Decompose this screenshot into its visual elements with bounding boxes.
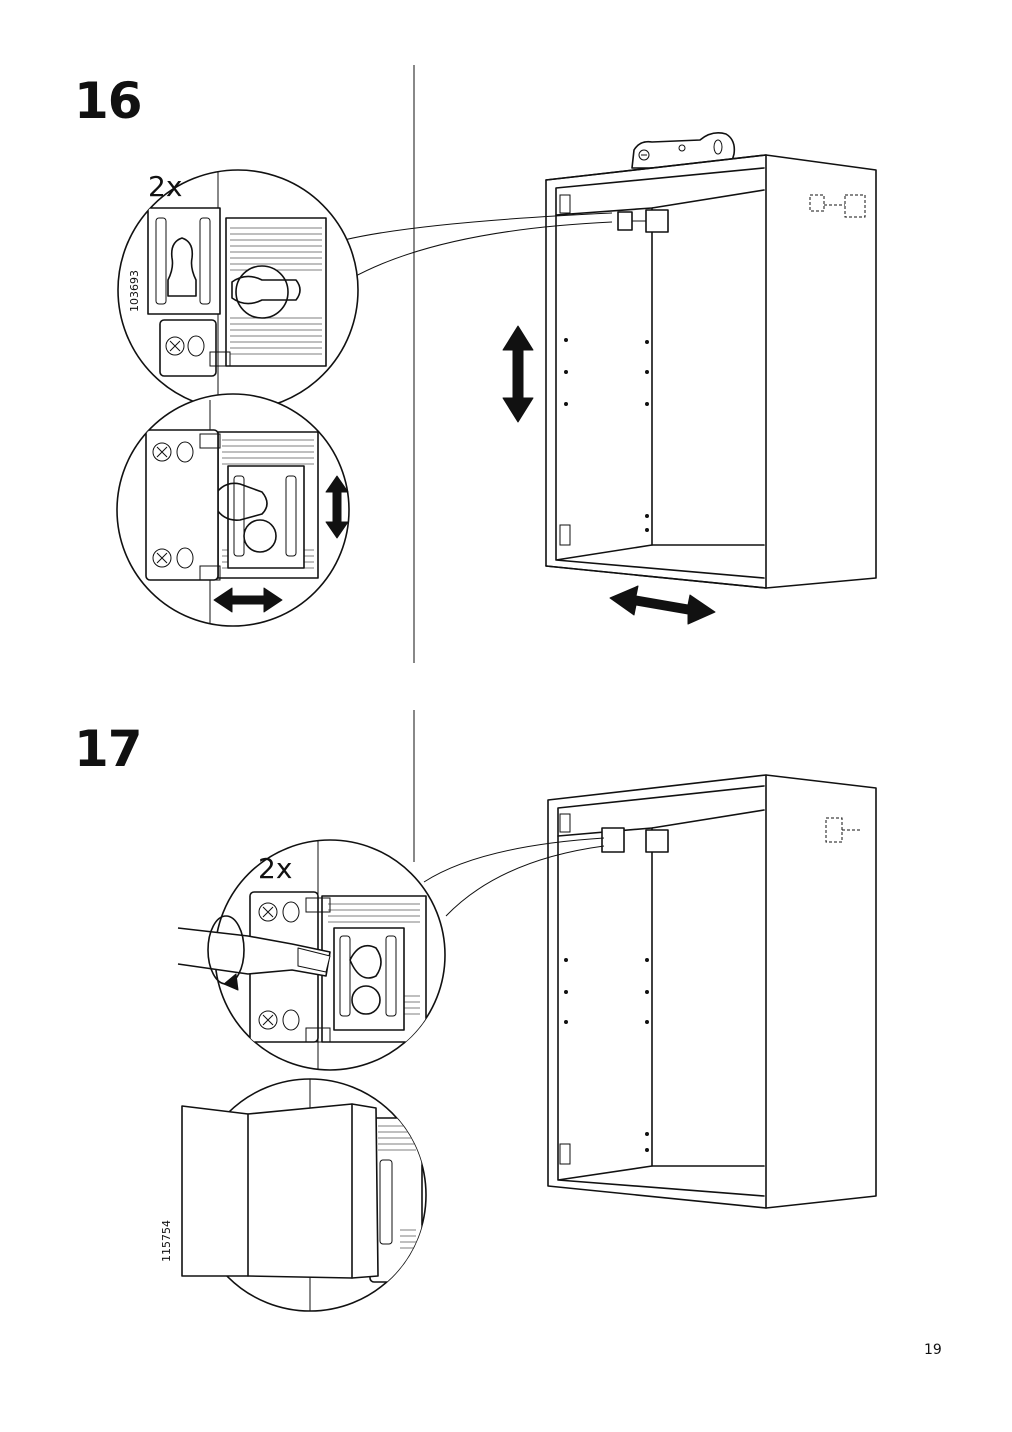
step-17-quantity: 2x — [258, 852, 293, 885]
step17-cabinet — [547, 774, 877, 1209]
step16-callout-leader — [343, 212, 613, 279]
horizontal-adjust-arrow — [609, 585, 716, 625]
detail-horizontal-arrow — [213, 587, 283, 613]
vertical-adjust-arrow — [502, 325, 534, 423]
step16-cabinet — [545, 132, 877, 589]
step16-detail-top — [117, 169, 359, 411]
step-16-number: 16 — [74, 72, 143, 130]
page-number: 19 — [924, 1342, 942, 1358]
step17-callout-leader — [423, 837, 605, 917]
step-16-part-code: 103693 — [128, 270, 141, 312]
step17-detail-bottom — [181, 1078, 427, 1312]
step-17-number: 17 — [74, 720, 143, 778]
step-16-quantity: 2x — [148, 170, 183, 203]
detail-vertical-arrow — [325, 475, 349, 539]
step17-detail-top — [177, 839, 446, 1071]
step16-detail-bottom — [116, 393, 350, 627]
step-17-part-code: 115754 — [160, 1220, 173, 1262]
